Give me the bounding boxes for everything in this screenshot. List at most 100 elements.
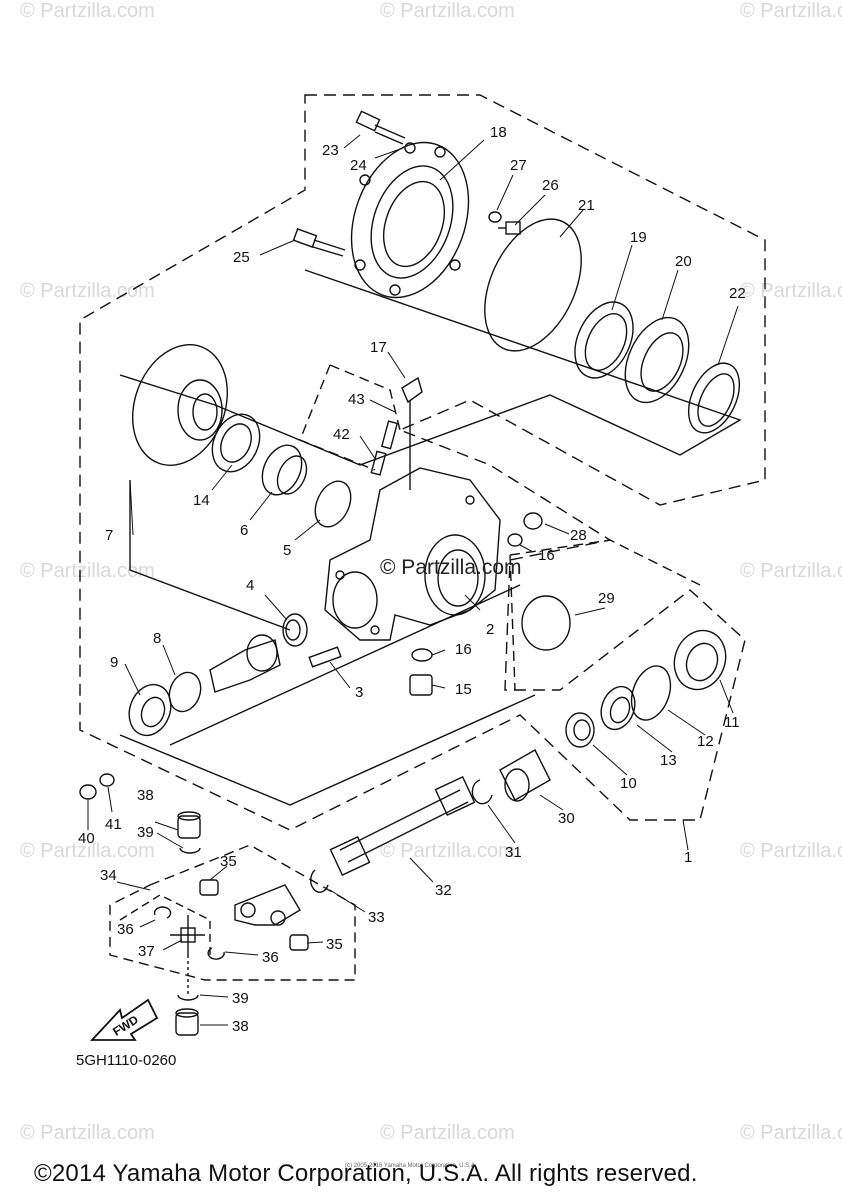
bolt-23 [355, 110, 406, 145]
bearing-housing-cover [350, 141, 470, 299]
callout-38a: 38 [137, 787, 154, 804]
callout-19: 19 [630, 229, 647, 246]
callout-5: 5 [283, 542, 291, 559]
watermark: © Partzilla.com [20, 560, 155, 582]
callout-2: 2 [486, 621, 494, 638]
callout-39a: 39 [137, 824, 154, 841]
oil-seal-13 [600, 685, 636, 731]
bearing-9 [128, 683, 172, 737]
callout-33: 33 [368, 909, 385, 926]
plug-28 [523, 512, 543, 530]
shim-8 [168, 671, 202, 713]
callout-15: 15 [455, 681, 472, 698]
collar-10 [565, 712, 595, 748]
pinion-gear [209, 634, 281, 693]
callout-34: 34 [100, 867, 117, 884]
yoke-34 [234, 884, 301, 926]
washer-16-lower [411, 648, 433, 662]
group-frame-lower [119, 480, 536, 806]
callout-16a: 16 [538, 547, 555, 564]
o-ring-12 [630, 665, 672, 721]
circlip-33 [310, 869, 329, 893]
tiny-copyright: (c) 2005-2016 Yamaha Motor Corporation, … [345, 1163, 477, 1169]
callout-21: 21 [578, 197, 595, 214]
o-ring-21 [484, 218, 582, 352]
bearing-20 [624, 316, 690, 404]
callout-27: 27 [510, 157, 527, 174]
pin-42 [370, 450, 387, 476]
gear-case-2 [324, 467, 501, 641]
callout-35b: 35 [326, 936, 343, 953]
oring-group-boundary [509, 539, 701, 691]
drive-shaft-32 [329, 776, 476, 876]
washer-16-upper [507, 533, 523, 547]
nut-40 [79, 784, 97, 800]
callout-20: 20 [675, 253, 692, 270]
watermark: © Partzilla.com [380, 0, 515, 22]
callout-10: 10 [620, 775, 637, 792]
bearing-cup-35a [199, 879, 219, 896]
watermark: © Partzilla.com [740, 840, 842, 862]
bolt-25 [292, 228, 346, 257]
watermark: © Partzilla.com [380, 840, 515, 862]
watermark: © Partzilla.com [740, 560, 842, 582]
watermark: © Partzilla.com [740, 0, 842, 22]
callout-31: 31 [505, 844, 522, 861]
callout-6: 6 [240, 522, 248, 539]
washer-24 [404, 142, 416, 154]
callout-42: 42 [333, 426, 350, 443]
coupling-30 [499, 749, 551, 802]
copyright-notice: ©2014 Yamaha Motor Corporation, U.S.A. A… [34, 1160, 698, 1187]
callout-13: 13 [660, 752, 677, 769]
callout-38b: 38 [232, 1018, 249, 1035]
washer-41 [99, 773, 115, 787]
callout-32: 32 [435, 882, 452, 899]
bearing-cup-38-lower [175, 1008, 199, 1036]
circlip-31 [471, 779, 493, 805]
joint-group-boundary [109, 844, 356, 981]
callout-7: 7 [105, 527, 113, 544]
circlip-36a [153, 906, 172, 919]
callout-43: 43 [348, 391, 365, 408]
joint-inner-boundary [119, 894, 211, 955]
callout-28: 28 [570, 527, 587, 544]
ring-nut-11 [673, 629, 727, 691]
washer-27 [488, 211, 502, 223]
callout-26: 26 [542, 177, 559, 194]
fwd-arrow-icon [89, 998, 159, 1041]
bearing-cup-38-upper [177, 811, 201, 839]
callout-40: 40 [78, 830, 95, 847]
callout-39b: 39 [232, 990, 249, 1007]
callout-36b: 36 [262, 949, 279, 966]
seal-5 [314, 480, 352, 528]
ring-gear-7 [131, 344, 229, 466]
pin-43 [380, 420, 399, 450]
callout-30: 30 [558, 810, 575, 827]
callout-8: 8 [153, 630, 161, 647]
callout-25: 25 [233, 249, 250, 266]
bolt-26 [498, 221, 521, 235]
group-frame-top [119, 269, 742, 466]
watermark: © Partzilla.com [380, 1122, 515, 1144]
bearing-cup-35b [289, 934, 309, 951]
callout-22: 22 [729, 285, 746, 302]
callout-36a: 36 [117, 921, 134, 938]
callout-16b: 16 [455, 641, 472, 658]
callout-14: 14 [193, 492, 210, 509]
shim-22 [687, 362, 741, 434]
assembly-boundary-upper [79, 94, 766, 831]
breather-17 [401, 376, 423, 490]
bearing-4 [282, 613, 308, 647]
stud-3 [308, 646, 342, 668]
pin-group-boundary [299, 364, 401, 471]
callout-23: 23 [322, 142, 339, 159]
bearing-6 [261, 444, 308, 496]
circlip-39-lower [177, 994, 199, 1001]
callout-9: 9 [110, 654, 118, 671]
leader-lines [87, 134, 739, 1026]
callout-12: 12 [697, 733, 714, 750]
o-ring-29 [521, 595, 571, 651]
watermark: © Partzilla.com [20, 0, 155, 22]
callout-3: 3 [355, 684, 363, 701]
